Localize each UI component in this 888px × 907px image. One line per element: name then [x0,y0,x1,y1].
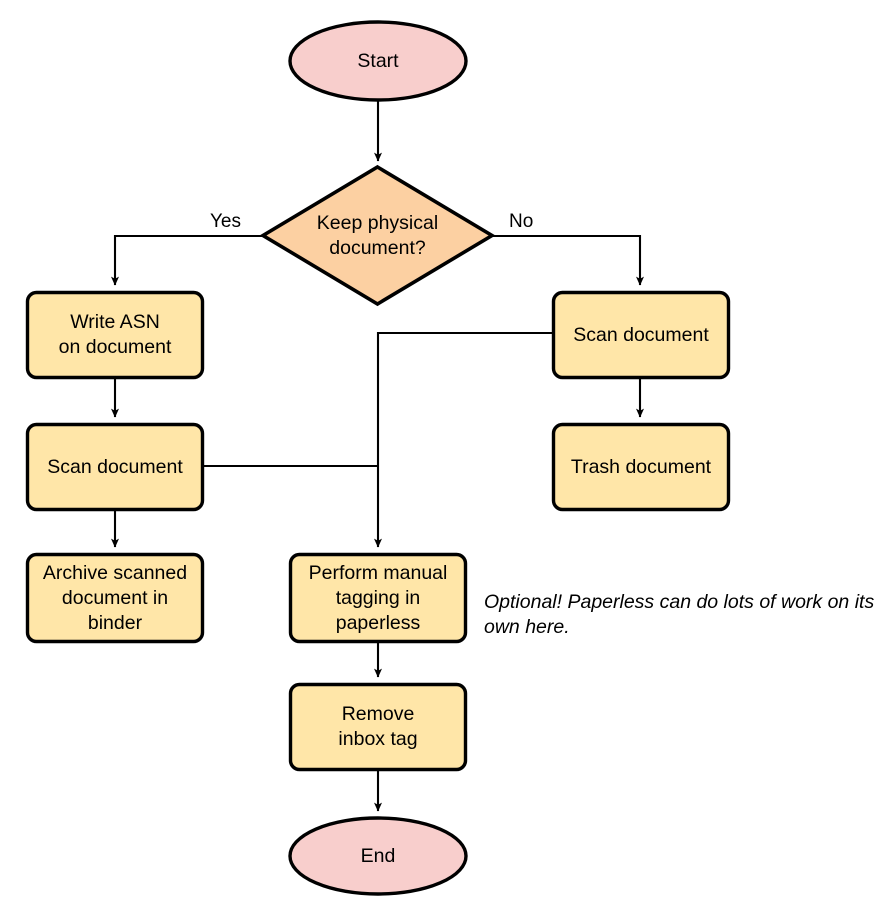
node-remove-inbox-tag[interactable] [288,682,468,772]
node-archive-scanned-document-in-binder[interactable] [25,552,205,644]
node-scan-document-right[interactable] [551,290,731,380]
node-perform-manual-tagging-in-paperless[interactable] [288,552,468,644]
node-write-asn-on-document[interactable] [25,290,205,380]
edge-label-no: No [509,211,534,232]
edge-label-yes: Yes [210,211,241,232]
node-end[interactable] [288,816,468,896]
edge-decision-yes-to-write-asn [111,234,263,286]
node-trash-document[interactable] [551,422,731,512]
node-start[interactable] [288,20,468,102]
annotation-optional-note: Optional! Paperless can do lots of work … [484,591,875,638]
node-scan-document-left[interactable] [25,422,205,512]
node-keep-physical-document[interactable] [259,164,496,307]
edge-scan-right-to-tagging [374,331,552,548]
edge-decision-no-to-scan-right [492,234,644,286]
